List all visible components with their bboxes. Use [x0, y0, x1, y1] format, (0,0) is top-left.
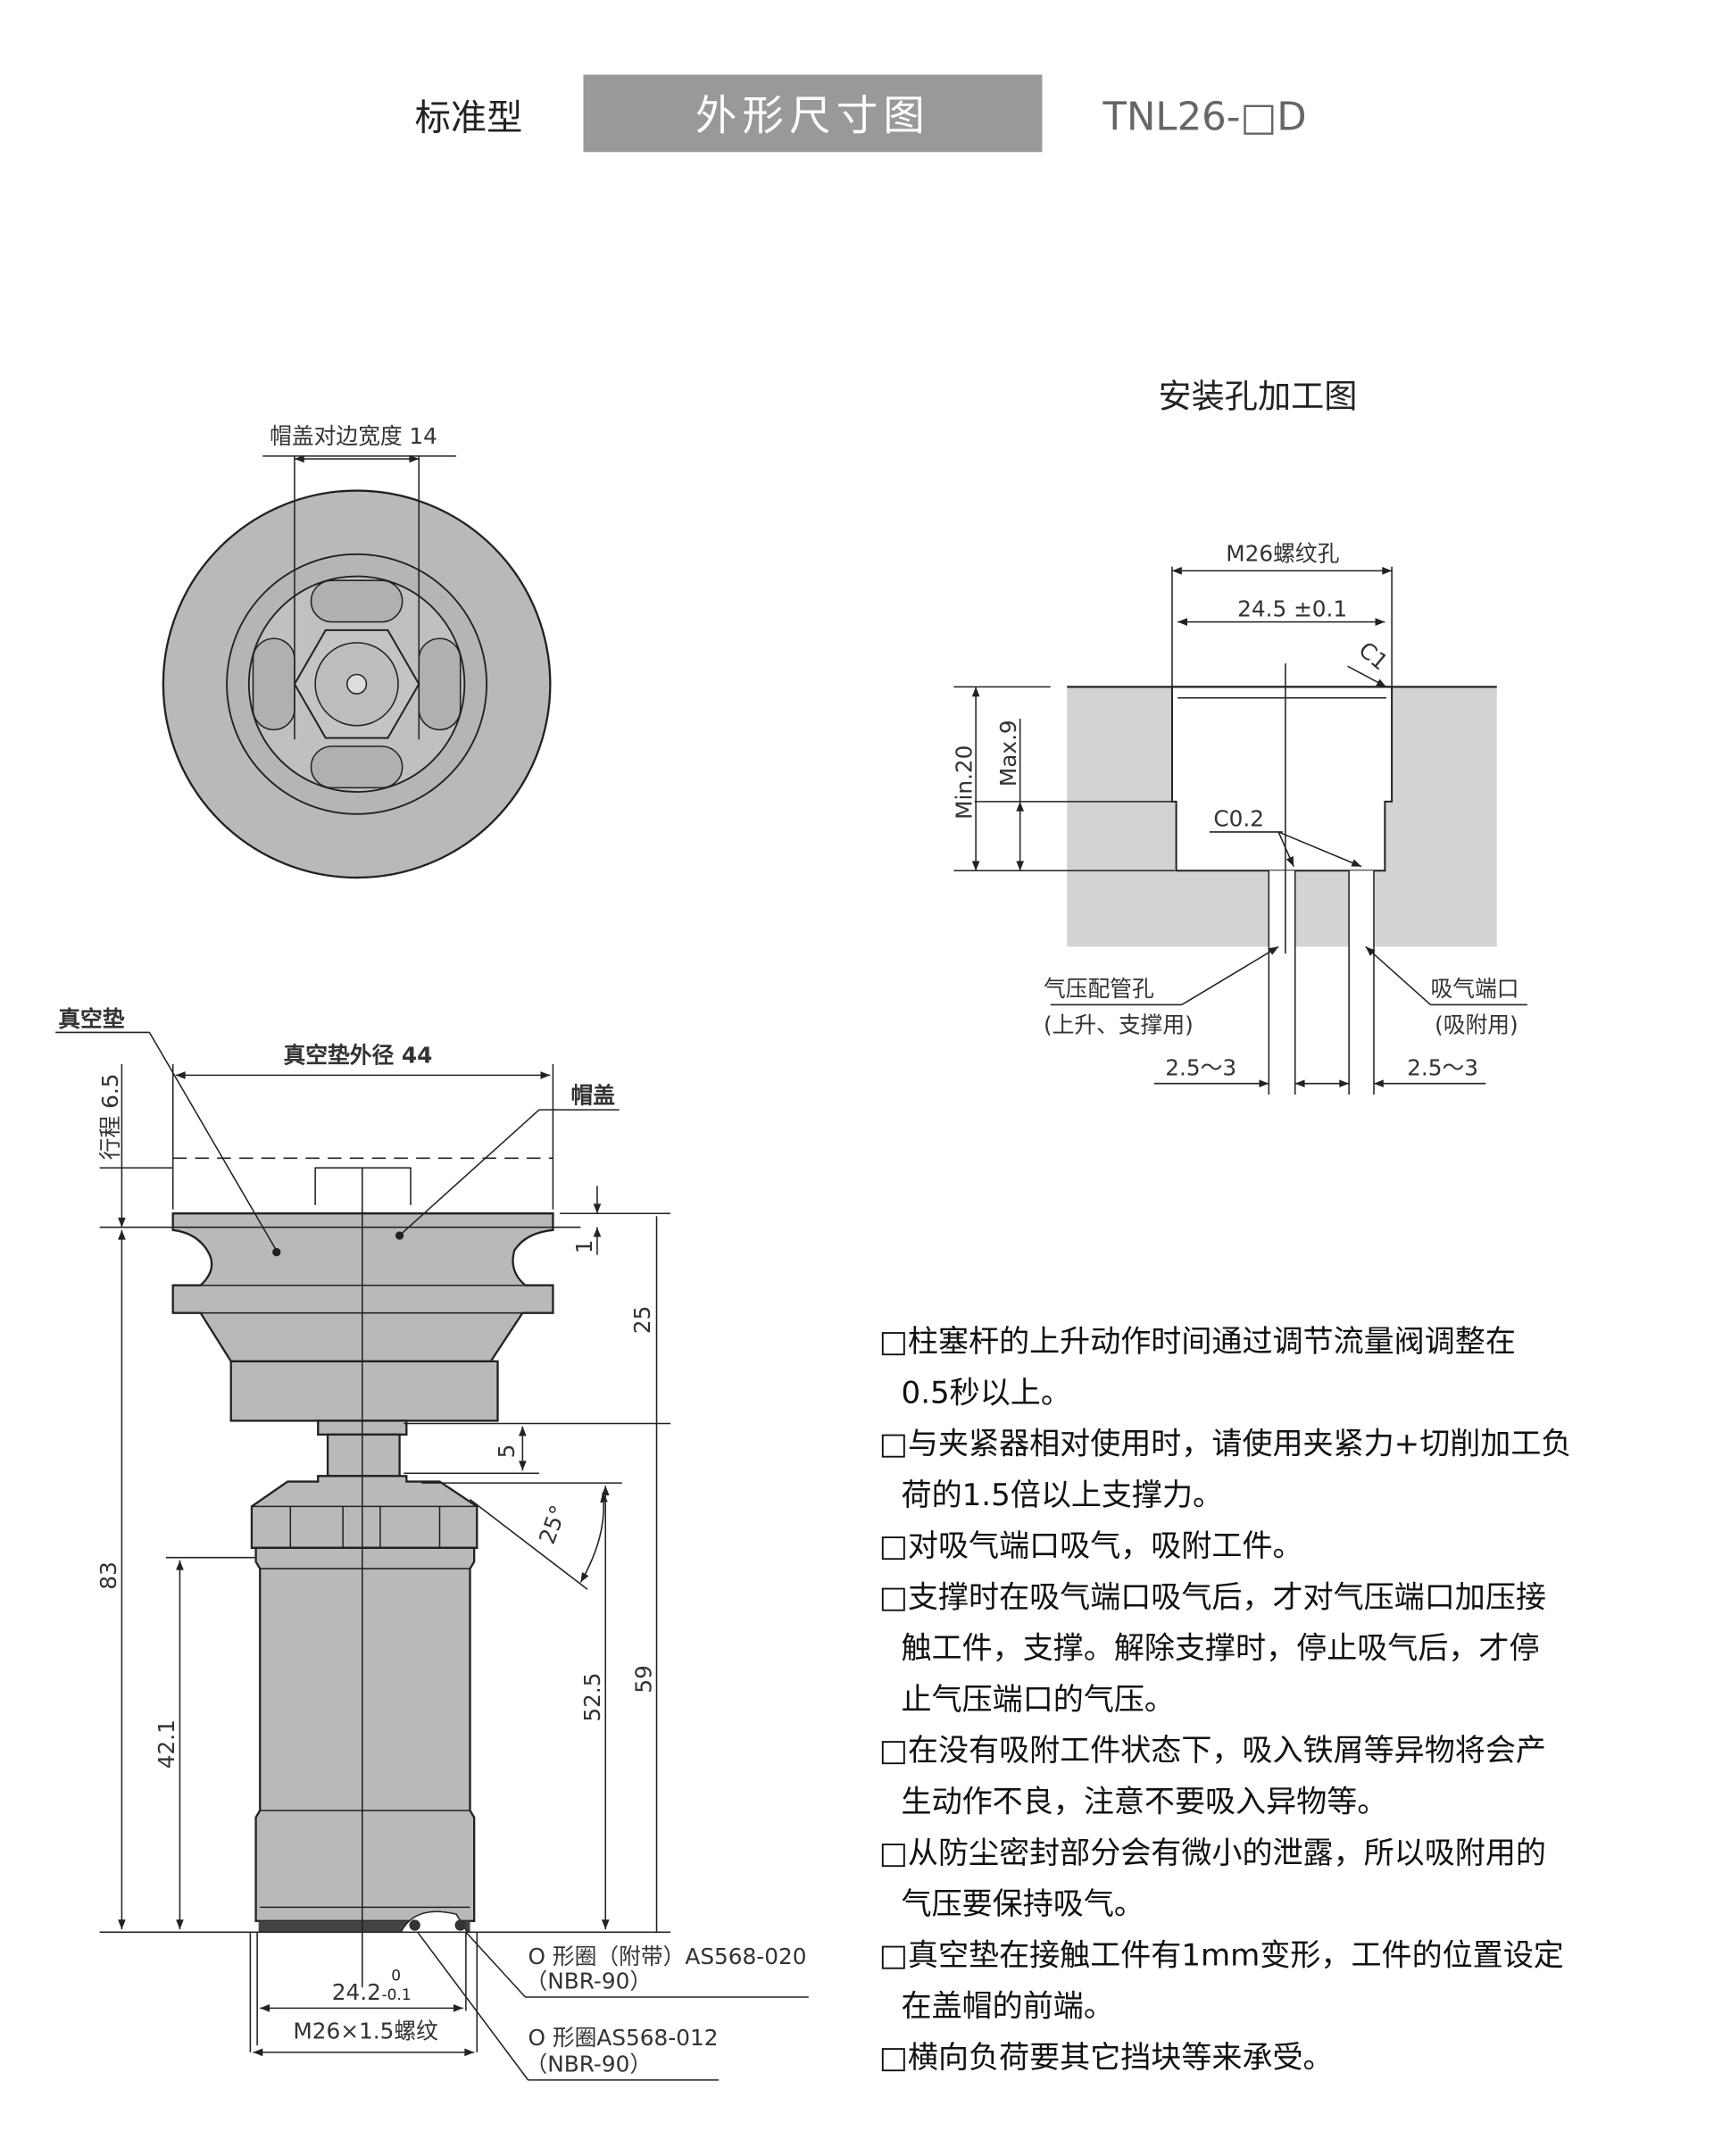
page-title: 外形尺寸图 — [695, 92, 930, 140]
note-line: 触工件，支撑。解除支撑时，停止吸气后，才停 — [902, 1631, 1540, 1667]
depth-max: Max.9 — [995, 720, 1021, 787]
note-line: 在盖帽的前端。 — [902, 1989, 1114, 2025]
note-line: □支撑时在吸气端口吸气后，才对气压端口加压接 — [879, 1579, 1546, 1615]
port-dia-left: 2.5～3 — [1165, 1054, 1236, 1080]
oring1-label: O 形圈（附带）AS568-020 — [528, 1944, 807, 1969]
port-dia-right: 2.5～3 — [1407, 1054, 1478, 1080]
type-label: 标准型 — [415, 98, 523, 139]
model-number: TNL26-□D — [1102, 96, 1307, 140]
note-line: 气压要保持吸气。 — [902, 1886, 1144, 1922]
dim-angle: 25° — [534, 1502, 571, 1547]
cap-label: 帽盖 — [571, 1082, 616, 1108]
dim-59: 59 — [630, 1665, 656, 1693]
title-banner — [583, 74, 1043, 153]
suction-port-sub: (吸附用) — [1435, 1011, 1518, 1037]
pad-label: 真空垫 — [58, 1006, 124, 1032]
note-line: 止气压端口的气压。 — [902, 1682, 1175, 1718]
note-line: 0.5秒以上。 — [902, 1375, 1071, 1411]
thread-hole-label: M26螺纹孔 — [1226, 541, 1339, 567]
stroke-label: 行程 6.5 — [97, 1073, 123, 1160]
side-view: 真空垫 真空垫外径 44 帽盖 行程 6.5 1 25 5 25° 83 42.… — [55, 1006, 809, 2081]
dim-1: 1 — [571, 1239, 597, 1253]
dim-5: 5 — [494, 1444, 520, 1459]
chamfer-c1: C1 — [1354, 637, 1394, 675]
note-line: □与夹紧器相对使用时，请使用夹紧力+切削加工负 — [879, 1427, 1572, 1462]
note-line: □真空垫在接触工件有1mm变形，工件的位置设定 — [879, 1937, 1564, 1973]
chamfer-c02: C0.2 — [1213, 806, 1264, 832]
note-line: 荷的1.5倍以上支撑力。 — [902, 1478, 1224, 1513]
oring2-label: O 形圈AS568-012 — [528, 2025, 719, 2051]
mount-hole-title: 安装孔加工图 — [1159, 378, 1358, 416]
oring2-sub: （NBR-90） — [525, 2052, 652, 2077]
note-line: □在没有吸附工件状态下，吸入铁屑等异物将会产 — [879, 1733, 1546, 1769]
bore-dimension: 24.5 ±0.1 — [1237, 595, 1347, 621]
dim-52-5: 52.5 — [579, 1672, 605, 1721]
dim-24-2: 24.2 — [332, 1979, 381, 2005]
dim-25: 25 — [629, 1306, 655, 1335]
note-line: □对吸气端口吸气，吸附工件。 — [879, 1528, 1303, 1564]
oring1-sub: （NBR-90） — [525, 1969, 652, 1994]
tolerance-lower: -0.1 — [381, 1986, 411, 2004]
note-line: □柱塞杆的上升动作时间通过调节流量阀调整在 — [879, 1324, 1516, 1360]
dim-42-1: 42.1 — [154, 1719, 179, 1769]
note-line: 生动作不良，注意不要吸入异物等。 — [902, 1785, 1388, 1820]
tolerance-upper: 0 — [391, 1967, 401, 1985]
notes: □柱塞杆的上升动作时间通过调节流量阀调整在 0.5秒以上。 □与夹紧器相对使用时… — [879, 1324, 1572, 2076]
suction-port-label: 吸气端口 — [1430, 976, 1518, 1002]
top-view: 帽盖对边宽度 14 — [162, 423, 552, 879]
note-line: □从防尘密封部分会有微小的泄露，所以吸附用的 — [879, 1836, 1546, 1871]
depth-min: Min.20 — [951, 745, 977, 820]
cap-width-label: 帽盖对边宽度 14 — [270, 423, 437, 449]
thread-label: M26×1.5螺纹 — [293, 2018, 438, 2044]
header: 标准型 外形尺寸图 TNL26-□D — [415, 74, 1307, 153]
mounting-hole-diagram: 安装孔加工图 M26螺纹孔 24.5 ±0.1 C1 Min.20 Max.9 … — [951, 378, 1527, 1095]
dim-83: 83 — [96, 1561, 121, 1590]
pad-diameter-label: 真空垫外径 44 — [284, 1042, 433, 1068]
note-line: □横向负荷要其它挡块等来承受。 — [879, 2040, 1334, 2076]
air-port-label: 气压配管孔 — [1044, 976, 1154, 1002]
air-port-sub: (上升、支撑用) — [1044, 1011, 1194, 1037]
